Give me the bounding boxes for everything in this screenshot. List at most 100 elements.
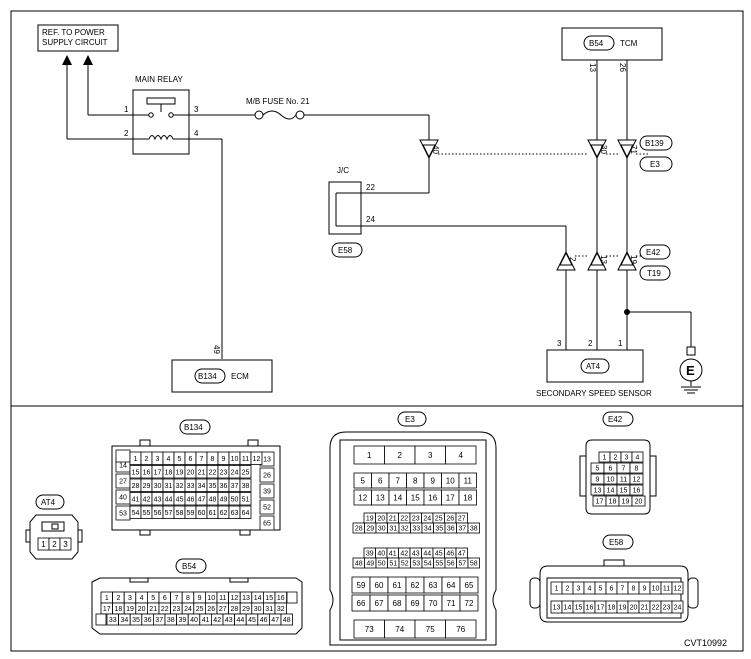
svg-text:16: 16 (633, 488, 641, 495)
svg-text:67: 67 (375, 599, 384, 608)
connector-pin: 8 (206, 451, 219, 465)
connector-pin: 13 (239, 591, 253, 604)
connector-pin: 20 (135, 602, 148, 615)
svg-text:6: 6 (610, 586, 614, 593)
connector-pin: 3 (151, 451, 164, 465)
connector-pin: 11 (216, 591, 230, 604)
svg-text:51: 51 (389, 561, 397, 568)
svg-text:16: 16 (277, 595, 285, 602)
connector-pin: 30 (151, 478, 164, 492)
svg-text:40: 40 (377, 551, 385, 558)
svg-text:69: 69 (411, 599, 420, 608)
svg-text:37: 37 (231, 483, 239, 490)
connector-pin: 47 (455, 547, 468, 559)
svg-text:E42: E42 (646, 248, 661, 257)
connector-pin: 16 (423, 489, 442, 506)
svg-text:9: 9 (643, 586, 647, 593)
connector-pin: 32 (398, 522, 411, 534)
svg-text:65: 65 (263, 521, 271, 528)
connector-blank (286, 591, 298, 604)
connector-pin: 53 (115, 505, 131, 521)
connector-pin: 37 (152, 613, 166, 626)
pin-13: 13 (599, 255, 608, 264)
outer-frame (10, 10, 744, 652)
svg-text:9: 9 (596, 477, 600, 484)
svg-text:68: 68 (393, 599, 402, 608)
svg-text:36: 36 (447, 526, 455, 533)
svg-text:50: 50 (378, 561, 386, 568)
svg-text:10: 10 (207, 595, 215, 602)
svg-text:2: 2 (52, 540, 57, 549)
secondary-speed-sensor: AT4 (546, 349, 644, 383)
jc-pin-24: 24 (366, 215, 375, 224)
connector-pin: 31 (162, 478, 175, 492)
connector-pin: 21 (195, 465, 208, 479)
connector-pin: 46 (257, 613, 270, 626)
relay-pin-4: 4 (194, 129, 199, 138)
connector-pin: 6 (603, 462, 618, 474)
connector-pin: 64 (239, 505, 252, 519)
svg-text:8: 8 (632, 586, 636, 593)
svg-text:9: 9 (431, 476, 436, 485)
connector-pin: 56 (151, 505, 164, 519)
svg-text:21: 21 (149, 606, 157, 613)
svg-text:3: 3 (63, 540, 68, 549)
svg-text:22: 22 (400, 516, 408, 523)
connector-pin: 5 (590, 462, 605, 474)
svg-text:61: 61 (209, 510, 217, 517)
tcm-tag: B54 (589, 39, 604, 48)
connector-pin: 32 (173, 478, 186, 492)
svg-text:40: 40 (190, 617, 198, 624)
connector-pin: 16 (629, 484, 644, 496)
pin-19: 19 (629, 255, 638, 264)
svg-text:24: 24 (184, 606, 192, 613)
tag-at4: AT4 (35, 494, 65, 510)
connector-pin: 22 (649, 600, 662, 614)
tcm-pin-13: 13 (588, 63, 597, 72)
connector-pin: 55 (433, 557, 446, 569)
svg-text:39: 39 (179, 617, 187, 624)
svg-text:15: 15 (620, 488, 628, 495)
svg-text:50: 50 (231, 496, 239, 503)
svg-text:12: 12 (231, 595, 239, 602)
connector-pin: 26 (444, 512, 457, 524)
connector-pin: 23 (409, 512, 422, 524)
connector-pin: 1 (550, 581, 563, 595)
tag-b139: B139 (639, 135, 673, 151)
connector-blank (95, 613, 107, 626)
connector-pin: 35 (433, 522, 446, 534)
svg-text:49: 49 (220, 496, 228, 503)
connector-pin: 59 (184, 505, 197, 519)
svg-text:49: 49 (366, 561, 374, 568)
main-relay-label: MAIN RELAY (135, 75, 184, 84)
connector-pin: 33 (106, 613, 120, 626)
connector-pin: 1 (598, 451, 611, 463)
svg-text:4: 4 (588, 586, 592, 593)
svg-text:15: 15 (411, 493, 420, 502)
ref-power-supply-box: REF. TO POWER SUPPLY CIRCUIT (37, 24, 119, 52)
connector-pin: 12 (228, 591, 241, 604)
connector-pin: 45 (432, 547, 445, 559)
connector-pin: 10 (204, 591, 218, 604)
svg-text:32: 32 (277, 606, 285, 613)
svg-text:47: 47 (198, 496, 206, 503)
connector-pin: 24 (421, 512, 434, 524)
connector-pin: 6 (605, 581, 618, 595)
connector-pin: 29 (239, 602, 253, 615)
svg-text:14: 14 (393, 493, 402, 502)
connector-pin: 13 (550, 600, 563, 614)
svg-text:42: 42 (400, 551, 408, 558)
junction-connector (328, 181, 362, 235)
connector-pin: 4 (162, 451, 175, 465)
connector-pin: 21 (386, 512, 399, 524)
connector-pin: 33 (410, 522, 423, 534)
connector-pin: 53 (410, 557, 423, 569)
connector-pin: 45 (245, 613, 259, 626)
connector-pin: 10 (649, 581, 662, 595)
svg-text:56: 56 (154, 510, 162, 517)
connector-pin: 48 (206, 492, 219, 506)
svg-text:21: 21 (641, 605, 649, 612)
svg-text:48: 48 (209, 496, 217, 503)
svg-text:20: 20 (138, 606, 146, 613)
